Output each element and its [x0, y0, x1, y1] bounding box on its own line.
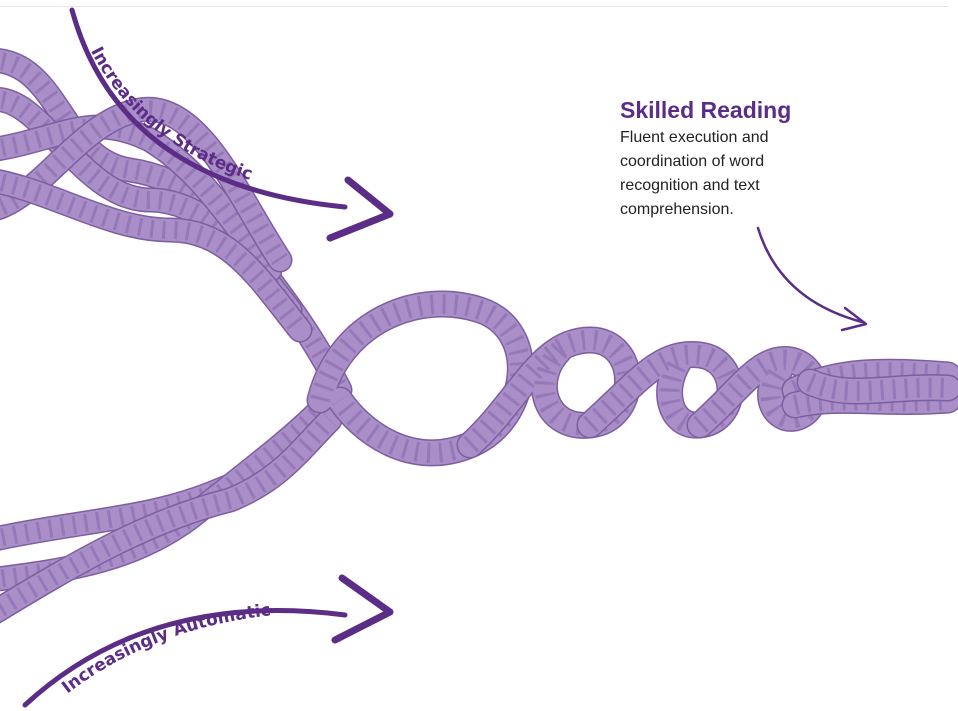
upper-strand-3	[0, 116, 281, 281]
braided-rope	[306, 290, 958, 467]
upper-strands	[0, 48, 353, 403]
lower-strand-2	[0, 399, 331, 590]
strategic-arrow	[69, 7, 394, 242]
top-divider	[0, 6, 948, 7]
lower-strand-2-twist	[0, 403, 327, 588]
skilled-reading-pointer-arrow	[756, 226, 868, 332]
braid-strand-7-twist	[805, 372, 949, 402]
skilled-reading-block: Skilled Reading Fluent execution and coo…	[620, 96, 880, 222]
skilled-reading-description: Fluent execution and coordination of wor…	[620, 129, 769, 218]
braid-strand-5-twist	[790, 362, 949, 400]
automatic-label: Increasingly Automatic	[58, 600, 271, 697]
upper-strand-1-twist	[0, 51, 349, 395]
lower-strand-3-twist	[0, 413, 337, 620]
lower-strands	[0, 397, 343, 624]
upper-strand-4-twist	[0, 100, 288, 265]
braid-strand-1	[308, 292, 533, 465]
lower-strand-2-outline	[0, 397, 333, 592]
upper-strand-2-twist	[0, 90, 298, 316]
upper-strand-5-twist	[0, 172, 308, 336]
automatic-arrow	[22, 574, 394, 708]
braid-strand-7	[798, 370, 958, 404]
skilled-reading-title: Skilled Reading	[620, 97, 792, 123]
braid-strand-2-twist	[463, 329, 638, 453]
